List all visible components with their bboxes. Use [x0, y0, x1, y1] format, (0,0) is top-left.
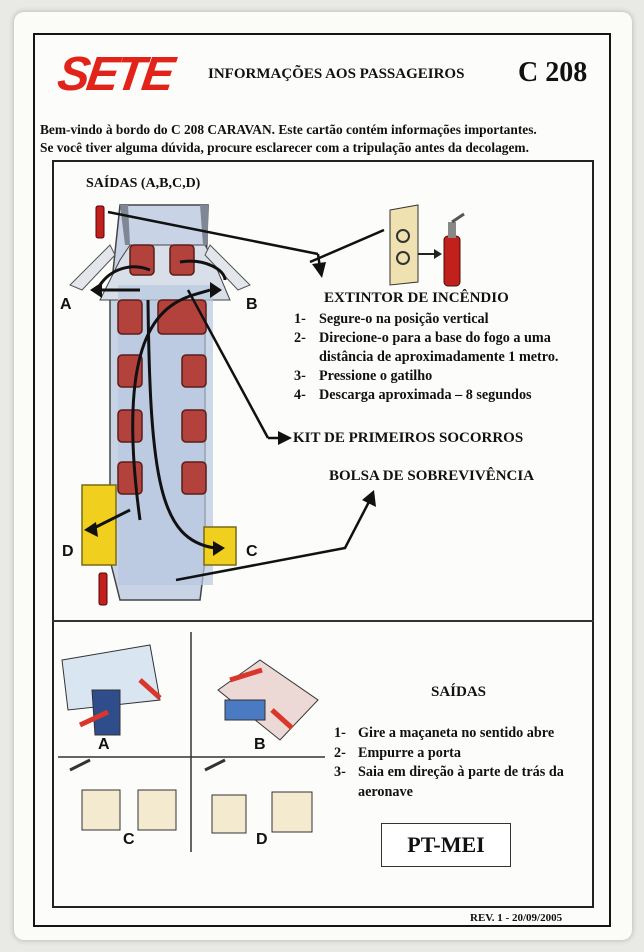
extinguisher-photo	[389, 204, 465, 287]
aircraft-registration: PT-MEI	[381, 823, 511, 867]
extinguisher-step: 4-Descarga aproximada – 8 segundos	[294, 387, 532, 403]
exit-panel-label-a: A	[98, 736, 110, 753]
exit-step: 2-Empurre a porta	[334, 744, 461, 761]
survival-bag-label: BOLSA DE SOBREVIVÊNCIA	[329, 468, 535, 484]
exit-arrowheads	[84, 282, 225, 556]
card-title: INFORMAÇÕES AOS PASSAGEIROS	[208, 66, 465, 82]
exits-title: SAÍDAS	[431, 684, 487, 700]
diagram-exits-title: SAÍDAS (A,B,C,D)	[86, 176, 201, 191]
door-label-a: A	[60, 296, 72, 313]
exit-panel-label-c: C	[123, 831, 135, 848]
extinguisher-icons	[95, 205, 108, 606]
exit-step: 1-Gire a maçaneta no sentido abre	[334, 725, 555, 741]
pointer-arrowheads	[278, 262, 376, 507]
revision-label: REV. 1 - 20/09/2005	[470, 912, 563, 924]
welcome-line-2: Se você tiver alguma dúvida, procure esc…	[40, 140, 529, 155]
extinguisher-step: 1-Segure-o na posição vertical	[294, 311, 489, 327]
extinguisher-step: 2-Direcione-o para a base do fogo a uma …	[294, 330, 559, 365]
instructions-panel	[52, 160, 594, 908]
first-aid-kit-label: KIT DE PRIMEIROS SOCORROS	[293, 430, 524, 446]
pointer-lines	[107, 210, 385, 582]
door-label-d: D	[62, 543, 74, 560]
door-label-b: B	[246, 296, 258, 313]
welcome-line-1: Bem-vindo à bordo do C 208 CARAVAN. Este…	[40, 122, 537, 137]
door-label-c: C	[246, 543, 258, 560]
section-divider	[52, 620, 594, 622]
exit-steps: 1-Gire a maçaneta no sentido abre 2-Empu…	[334, 724, 596, 802]
aircraft-model: C 208	[518, 57, 588, 88]
exit-panel-label-b: B	[254, 736, 266, 753]
exit-illustrations	[58, 632, 325, 852]
exit-step: 3-Saia em direção à parte de trás da aer…	[334, 764, 564, 800]
extinguisher-title: EXTINTOR DE INCÊNDIO	[324, 290, 509, 306]
extinguisher-step: 3-Pressione o gatilho	[294, 368, 433, 384]
exit-panel-label-d: D	[256, 831, 268, 848]
extinguisher-steps: 1-Segure-o na posição vertical 2-Direcio…	[294, 310, 584, 405]
seats	[117, 244, 207, 495]
welcome-text: Bem-vindo à bordo do C 208 CARAVAN. Este…	[40, 121, 537, 157]
